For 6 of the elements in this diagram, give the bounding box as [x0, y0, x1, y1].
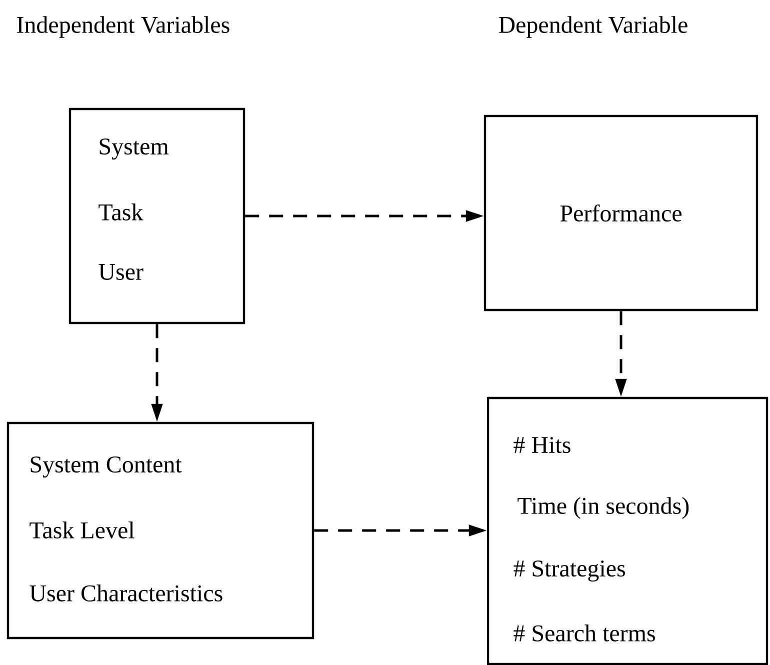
- process-box: # Hits Time (in seconds) # Strategies # Search terms: [486, 396, 768, 665]
- process-box: System Task User: [68, 108, 246, 324]
- process-box: Performance: [484, 114, 758, 312]
- heading: Dependent Variable: [498, 16, 688, 38]
- process-box: System Content Task Level User Characteristics: [6, 422, 314, 640]
- heading: Independent Variables: [17, 16, 230, 38]
